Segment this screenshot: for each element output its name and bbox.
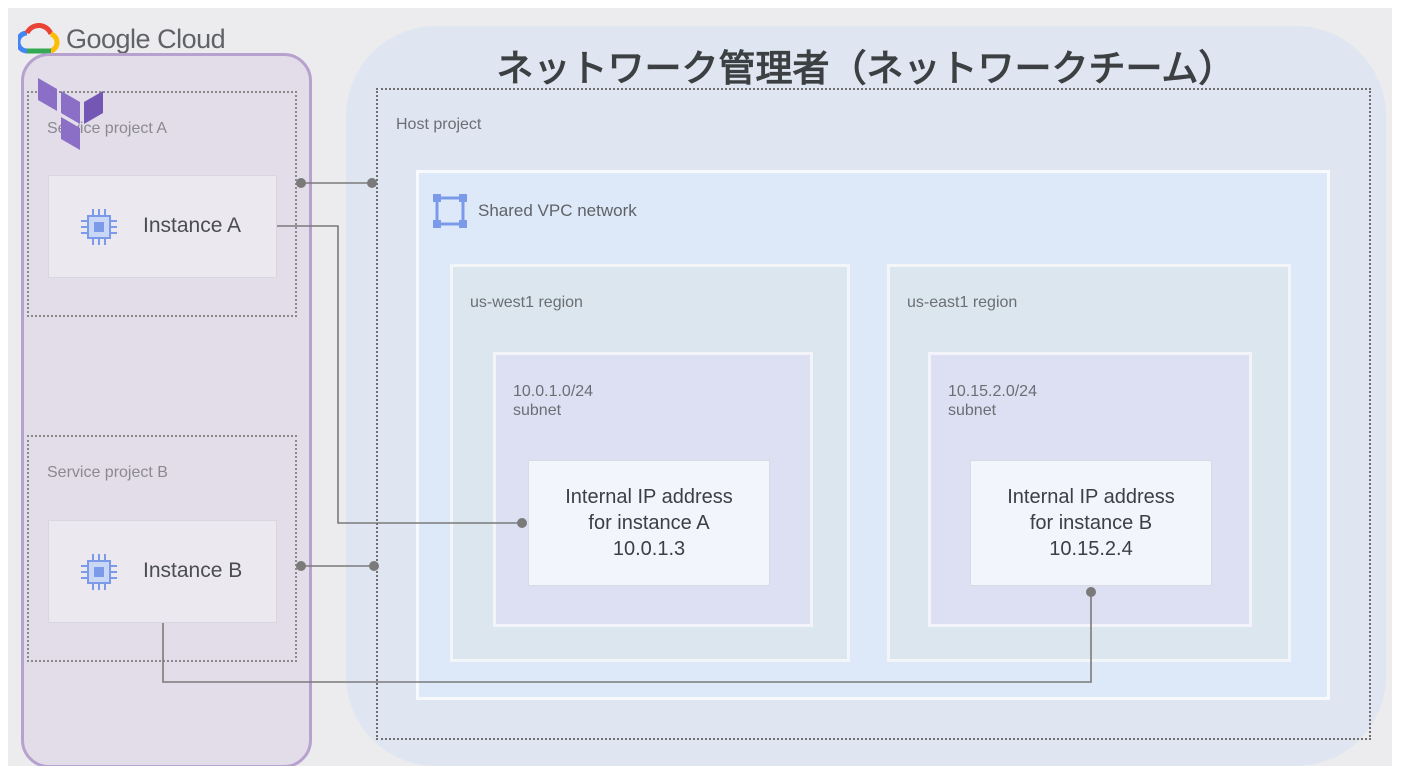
service-project-a	[27, 91, 297, 317]
instance-a-label: Instance A	[143, 214, 242, 237]
network-team-title: ネットワーク管理者（ネットワークチーム）	[496, 47, 1236, 90]
subnet-west-word: subnet	[513, 402, 562, 419]
ip-a-address: 10.0.1.3	[612, 538, 686, 560]
instance-a-card: Instance A	[48, 175, 277, 278]
region-label-west: us-west1 region	[470, 294, 583, 311]
ip-b-line1: Internal IP address	[1007, 486, 1175, 508]
instance-b-label: Instance B	[143, 559, 243, 582]
subnet-east-cidr: 10.15.2.0/24	[948, 383, 1037, 400]
host-project-label: Host project	[396, 116, 482, 133]
internal-ip-box-a: Internal IP address for instance A 10.0.…	[528, 460, 770, 586]
region-label-east: us-east1 region	[907, 294, 1018, 311]
subnet-west-label: 10.0.1.0/24 subnet	[513, 382, 593, 420]
internal-ip-box-b: Internal IP address for instance B 10.15…	[970, 460, 1212, 586]
subnet-east-word: subnet	[948, 402, 997, 419]
google-cloud-logo: Google Cloud	[18, 18, 258, 58]
ip-a-line1: Internal IP address	[565, 486, 733, 508]
ip-a-line2: for instance A	[588, 512, 710, 534]
subnet-west-cidr: 10.0.1.0/24	[513, 383, 594, 400]
instance-b-card: Instance B	[48, 520, 277, 623]
google-cloud-wordmark: Google Cloud	[66, 24, 226, 54]
subnet-east-label: 10.15.2.0/24 subnet	[948, 382, 1037, 420]
ip-b-address: 10.15.2.4	[1049, 538, 1133, 560]
vpc-network-label: Shared VPC network	[478, 201, 637, 220]
compute-chip-icon	[81, 209, 117, 245]
vpc-network-icon	[433, 194, 467, 228]
architecture-diagram: Google Cloud ネットワーク管理者（ネットワークチーム） Host p…	[8, 8, 1392, 766]
compute-chip-icon	[81, 554, 117, 590]
ip-b-line2: for instance B	[1029, 512, 1153, 534]
terraform-logo	[38, 78, 103, 150]
service-project-b-label: Service project B	[47, 464, 168, 481]
service-project-b	[27, 435, 297, 662]
google-cloud-icon	[18, 23, 60, 54]
